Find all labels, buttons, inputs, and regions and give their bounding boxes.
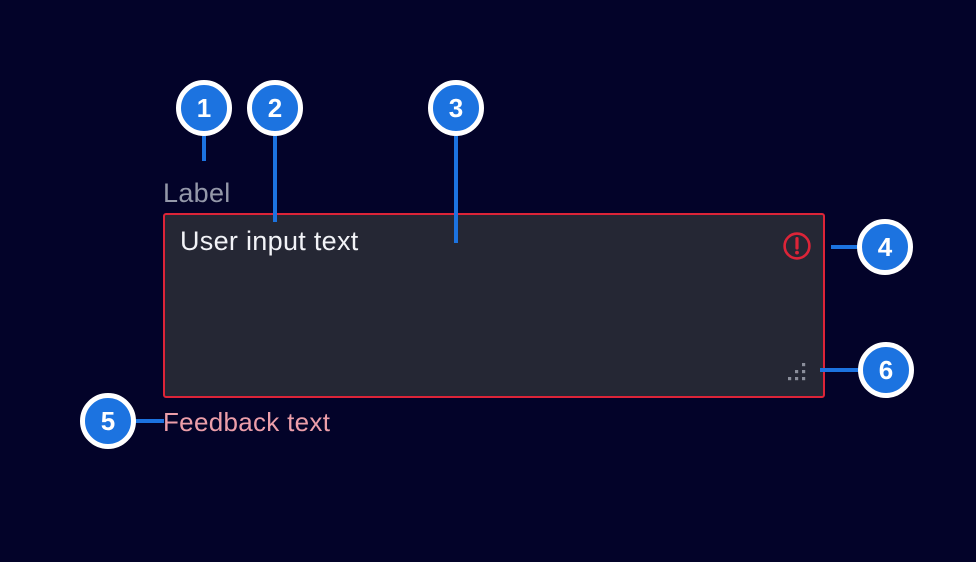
- callout-badge-2: 2: [247, 80, 303, 136]
- callout-badge-5: 5: [80, 393, 136, 449]
- callout-number: 3: [448, 92, 464, 123]
- alert-circle-icon: [783, 232, 811, 260]
- callout-badge-1: 1: [176, 80, 232, 136]
- callout-number: 5: [100, 405, 116, 436]
- callout-line-1: [202, 134, 206, 161]
- textarea-field[interactable]: User input text: [163, 213, 825, 398]
- textarea-value: User input text: [180, 226, 359, 256]
- callout-badge-6: 6: [858, 342, 914, 398]
- callout-badge-3: 3: [428, 80, 484, 136]
- callout-number: 1: [196, 92, 212, 123]
- field-label: Label: [163, 178, 231, 208]
- callout-number: 2: [267, 92, 283, 123]
- callout-number: 4: [877, 231, 893, 262]
- callout-line-3: [454, 135, 458, 243]
- callout-line-5: [133, 419, 164, 423]
- callout-line-2: [273, 134, 277, 222]
- callout-line-4: [831, 245, 860, 249]
- feedback-text: Feedback text: [163, 407, 331, 437]
- resize-grip-icon[interactable]: [788, 363, 806, 381]
- callout-line-6: [820, 368, 861, 372]
- callout-badge-4: 4: [857, 219, 913, 275]
- callout-number: 6: [878, 354, 894, 385]
